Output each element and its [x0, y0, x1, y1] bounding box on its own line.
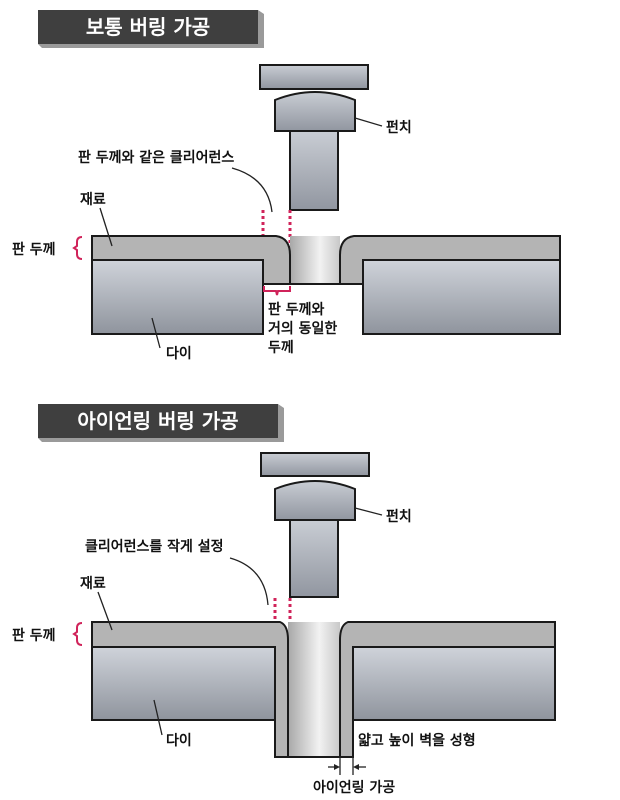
material-left	[91, 621, 289, 758]
title-banner	[38, 10, 258, 44]
ironing-label: 아이언링 가공	[313, 779, 395, 796]
wall-label: 얇고 높이 벽을 성형	[358, 732, 476, 749]
leader-line	[97, 591, 113, 631]
banner-shadow	[38, 404, 284, 442]
die-label: 다이	[166, 345, 192, 362]
punch-label: 펀치	[386, 120, 412, 136]
banner-shadow	[38, 10, 264, 48]
material-label: 재료	[80, 576, 106, 592]
section-title: 아이언링 버링 가공	[77, 409, 238, 433]
punch-head	[259, 64, 369, 90]
punch-label: 펀치	[386, 509, 412, 525]
die-label: 다이	[166, 732, 192, 749]
die-left	[91, 646, 276, 721]
leader-line	[151, 317, 161, 349]
section-title: 보통 버링 가공	[86, 15, 210, 39]
material-label: 재료	[80, 192, 106, 208]
wall-label-3: 두께	[268, 340, 294, 356]
title-banner	[38, 404, 278, 438]
wall-label-1: 판 두께와	[268, 301, 325, 318]
material-right	[339, 621, 556, 758]
leader-line	[99, 207, 113, 247]
hole	[288, 622, 340, 757]
thickness-label: 판 두께	[12, 242, 56, 258]
leader-line	[354, 507, 383, 516]
die-left	[91, 259, 264, 335]
wall-brace	[263, 286, 291, 296]
thickness-label: 판 두께	[12, 628, 56, 644]
normal-burring-section: 보통 버링 가공 펀치 판 두께와 같은 클리어런스 재료 판 두께 다이 판 …	[12, 10, 561, 362]
die-right	[352, 646, 556, 721]
clearance-label: 판 두께와 같은 클리어런스	[78, 149, 234, 166]
punch-shaft	[289, 519, 339, 598]
hole	[290, 236, 340, 284]
leader-line	[229, 557, 269, 606]
leader-line	[153, 699, 163, 736]
leader-line	[354, 117, 383, 127]
clearance-label: 클리어런스를 작게 설정	[85, 538, 224, 555]
punch-shaft	[289, 130, 339, 211]
material-left	[91, 235, 291, 285]
punch-head	[260, 452, 370, 477]
thickness-brace	[72, 622, 83, 646]
material-right	[339, 235, 561, 285]
punch-shoulder	[274, 91, 356, 132]
wall-label-2: 거의 동일한	[268, 320, 337, 337]
ironing-burring-section: 아이언링 버링 가공 펀치 클리어런스를 작게 설정 재료 판 두께 다이 얇고…	[12, 404, 556, 796]
punch-shoulder	[274, 480, 356, 521]
thickness-brace	[72, 236, 83, 260]
die-right	[362, 259, 561, 335]
ironing-arrows	[328, 757, 366, 775]
leader-line	[231, 167, 273, 213]
